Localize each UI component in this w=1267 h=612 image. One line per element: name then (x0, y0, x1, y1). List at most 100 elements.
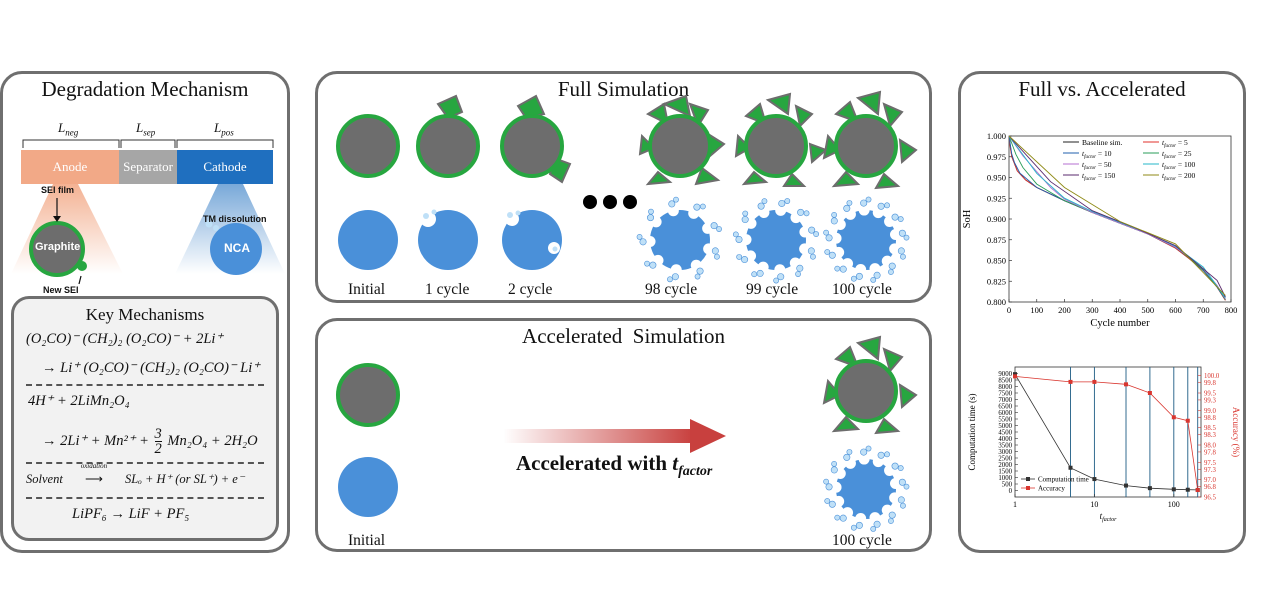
y-tick-label: 5000 (998, 423, 1012, 430)
data-point (1092, 379, 1097, 384)
x-tick-label: 500 (1141, 305, 1154, 315)
cathode-particle-cycle-99 (732, 198, 820, 284)
y-right-tick-label: 96.5 (1204, 495, 1216, 502)
y-tick-label: 2000 (998, 462, 1012, 469)
nca-particle (210, 223, 262, 275)
anode-particle-initial (336, 114, 400, 178)
legend-entry: tfactor = 100 (1162, 160, 1196, 171)
x-tick-label: 10 (1090, 500, 1098, 509)
y-right-tick-label: 99.8 (1204, 380, 1216, 387)
cathode-particle-cycle-2 (502, 210, 562, 270)
data-point (1124, 382, 1129, 387)
y-right-tick-label: 97.0 (1204, 477, 1216, 484)
anode-particle-cycle-98 (638, 94, 726, 186)
y-right-tick-label: 98.0 (1204, 443, 1216, 450)
data-point (1171, 487, 1176, 492)
y-right-tick-label: 99.5 (1204, 391, 1216, 398)
data-point (1092, 477, 1097, 482)
accel-anode-initial (336, 363, 400, 427)
accelerated-particles (336, 335, 918, 532)
legend-marker (1026, 477, 1030, 481)
degradation-panel: Degradation Mechanism Lneg Lsep Lpos Ano… (0, 71, 290, 553)
graphite-label: Graphite (35, 241, 81, 253)
separator-block: Separator (119, 150, 177, 184)
y-right-tick-label: 98.3 (1204, 432, 1216, 439)
new-sei-label: New SEI (43, 285, 79, 295)
y-tick-label: 5500 (998, 417, 1012, 424)
cathode-particle-cycle-1 (418, 209, 478, 270)
anode-block: Anode (21, 150, 119, 184)
x-tick-label: 0 (1007, 305, 1011, 315)
key-mechanisms-title: Key Mechanisms (85, 305, 205, 324)
full-simulation-title: Full Simulation (557, 77, 690, 101)
data-point (1124, 483, 1129, 488)
y-right-tick-label: 97.8 (1204, 449, 1216, 456)
y-tick-label: 3500 (998, 443, 1012, 450)
data-point (1147, 486, 1152, 491)
y-right-tick-label: 98.5 (1204, 425, 1216, 432)
series-line (1014, 376, 1199, 491)
label-98-cycle: 98 cycle (645, 281, 698, 298)
accel-cathode-initial (338, 457, 398, 517)
data-point (1185, 487, 1190, 492)
legend-entry: Baseline sim. (1082, 138, 1123, 147)
divider-3 (26, 497, 264, 499)
degradation-title: Degradation Mechanism (41, 77, 249, 101)
legend-entry: tfactor = 10 (1082, 149, 1112, 160)
y-tick-label: 0.825 (987, 276, 1006, 286)
y-tick-label: 0.975 (987, 152, 1006, 162)
l-sep-label: Lsep (136, 120, 156, 138)
y-tick-label: 7000 (998, 397, 1012, 404)
x-axis-label: Cycle number (1090, 318, 1150, 329)
x-tick-label: 1 (1013, 500, 1017, 509)
legend-entry: tfactor = 150 (1082, 171, 1116, 182)
data-point (1068, 465, 1073, 470)
data-point (1185, 418, 1190, 423)
eq1-line1: (O₂CO)⁻ (CH₂)₂ (O₂CO)⁻ + 2Li⁺ (26, 331, 224, 347)
cathode-particle-cycle-100 (823, 196, 910, 283)
graphite-particle (29, 221, 85, 277)
y-right-tick-label: 97.5 (1204, 460, 1216, 467)
series-line (1008, 135, 1226, 299)
eq3: Solvent oxidation ⟶ SLₒ + H⁺ (or SL⁺) + … (26, 462, 245, 486)
y-tick-label: 2500 (998, 456, 1012, 463)
eq2-line1: 4H⁺ + 2LiMn₂O₄ (28, 393, 130, 409)
y-tick-label: 0.900 (987, 214, 1006, 224)
legend-entry: tfactor = 5 (1162, 138, 1188, 149)
y-axis-label: SoH (962, 209, 973, 228)
y-right-tick-label: 99.3 (1204, 397, 1216, 404)
full-simulation-panel: Full Simulation (315, 71, 932, 303)
y-tick-label: 9000 (998, 371, 1012, 378)
length-brackets (22, 139, 274, 148)
y-tick-label: 3000 (998, 449, 1012, 456)
y-tick-label: 6500 (998, 404, 1012, 411)
label-1-cycle: 1 cycle (425, 281, 470, 298)
sei-film-label: SEI film (41, 185, 75, 195)
eq4: LiPF₆ → LiF + PF₅ (72, 506, 190, 522)
key-mechanisms-panel: Key Mechanisms (O₂CO)⁻ (CH₂)₂ (O₂CO)⁻ + … (11, 296, 279, 541)
y-right-tick-label: 96.8 (1204, 484, 1216, 491)
x-tick-label: 100 (1168, 500, 1180, 509)
anode-particle-cycle-2 (500, 94, 572, 184)
legend-entry: tfactor = 200 (1162, 171, 1196, 182)
cathode-particle-initial (338, 210, 398, 270)
series-line (1014, 373, 1198, 491)
y-right-tick-label: 97.3 (1204, 467, 1216, 474)
y-axis-label: Computation time (s) (967, 394, 977, 471)
zoom-illustration (11, 184, 285, 285)
eq1-line2: → Li⁺ (O₂CO)⁻ (CH₂)₂ (O₂CO)⁻ Li⁺ (42, 360, 260, 376)
divider-1 (26, 384, 264, 386)
accel-label-100-cycle: 100 cycle (832, 532, 892, 549)
legend-entry: tfactor = 50 (1082, 160, 1112, 171)
accel-cathode-final (823, 445, 910, 532)
new-sei-bump (77, 261, 87, 271)
x-tick-label: 800 (1225, 305, 1238, 315)
x-tick-label: 300 (1086, 305, 1099, 315)
y-right-tick-label: 99.0 (1204, 408, 1216, 415)
l-neg-label: Lneg (58, 120, 79, 138)
legend-marker (1026, 486, 1030, 490)
x-tick-label: 700 (1197, 305, 1210, 315)
